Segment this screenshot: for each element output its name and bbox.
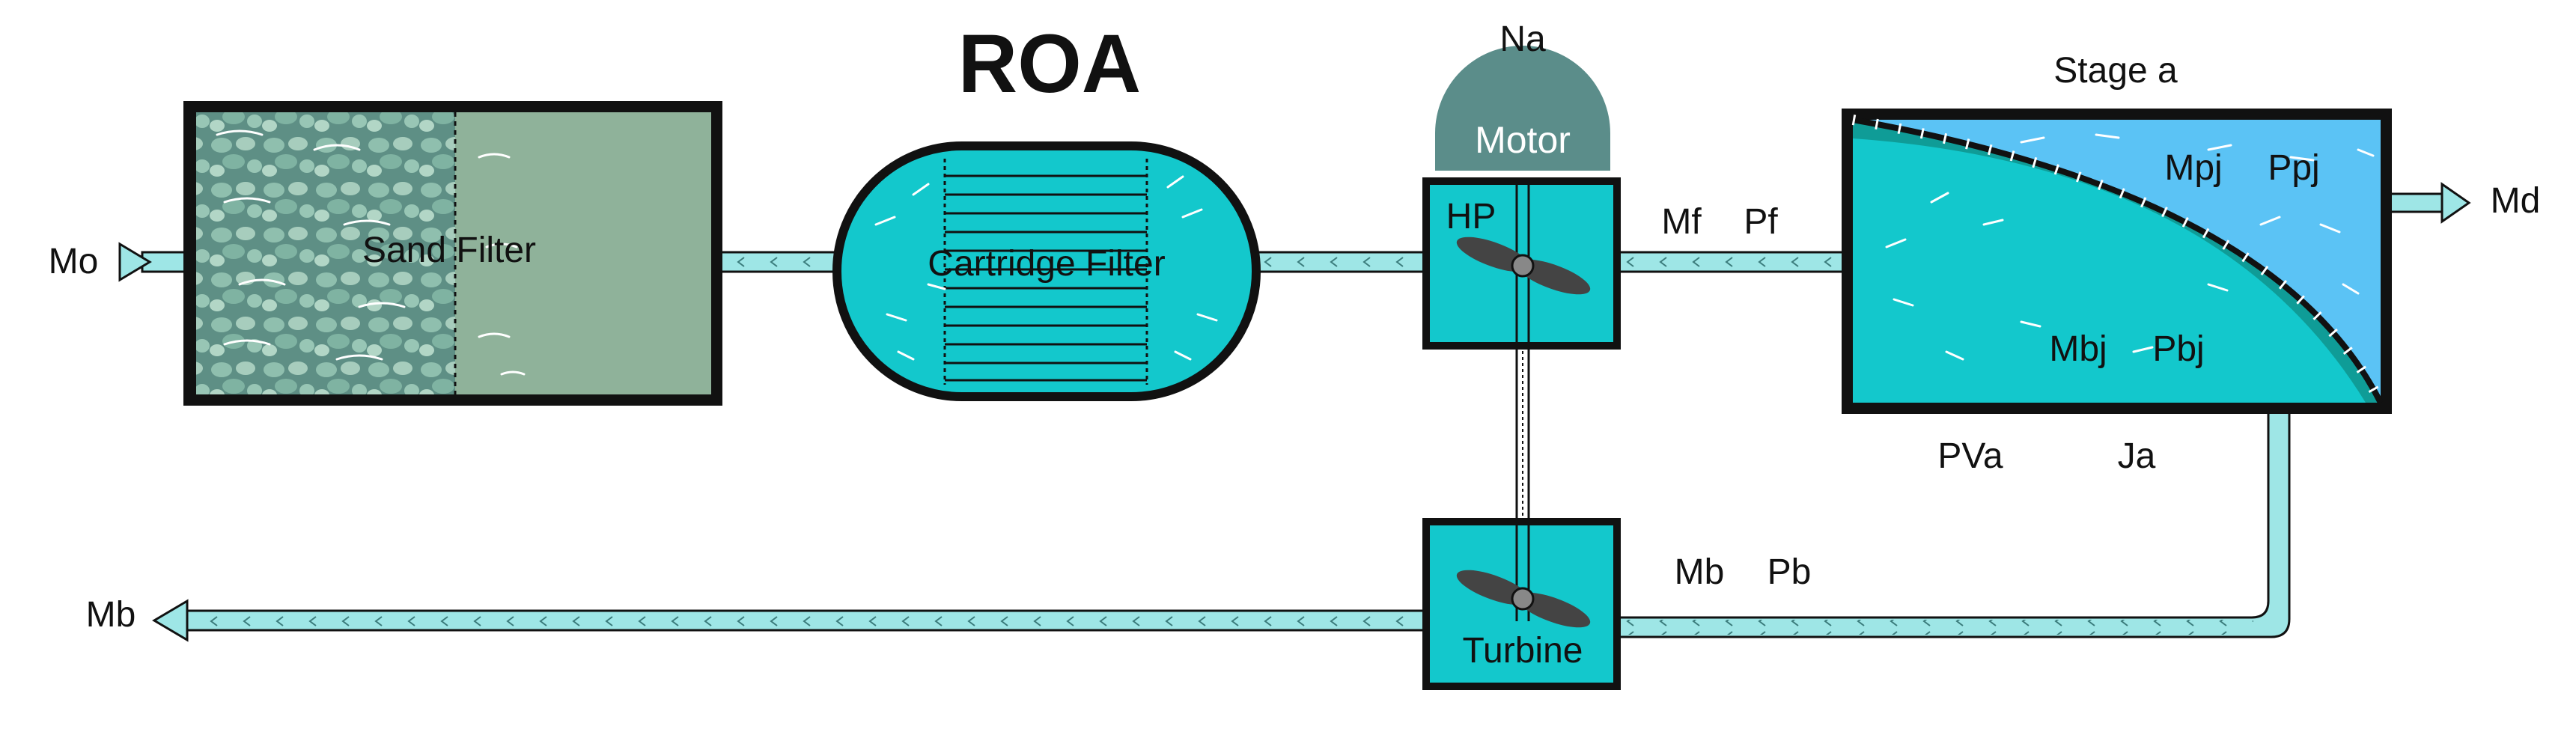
cartridge-filter-label: Cartridge Filter — [928, 244, 1165, 284]
motor-label: Motor — [1475, 119, 1571, 161]
cartridge-filter-body — [832, 141, 1261, 401]
turbine-rotor-icon — [1456, 570, 1591, 628]
pump-label: HP — [1446, 197, 1496, 237]
turbine-label: Turbine — [1463, 631, 1583, 671]
flux-label: Ja — [2118, 436, 2156, 476]
pipes — [118, 182, 2471, 642]
permeate-outlet-arrow-icon — [2440, 182, 2471, 224]
pump-assembly — [1422, 46, 1621, 690]
feed-inlet-label: Mo — [49, 242, 99, 281]
sand-filter-label: Sand Filter — [362, 231, 536, 270]
brine-pressure-label: Pb — [1767, 552, 1812, 592]
brine-flow-label: Mb — [1675, 552, 1725, 592]
brine-pressure-j-label: Pbj — [2152, 329, 2204, 369]
inlet-arrow-icon — [118, 242, 152, 282]
brine-outlet-label: Mb — [86, 595, 136, 635]
brine-return-pipe — [1612, 395, 2291, 638]
feed-pressure-label: Pf — [1744, 202, 1778, 242]
stage-label: Stage a — [2053, 51, 2178, 91]
sand-filter-flow-marks — [216, 129, 526, 376]
permeate-pressure-label: Ppj — [2268, 148, 2319, 188]
motor-housing — [1435, 46, 1610, 171]
sand-filter — [183, 101, 722, 406]
membrane-ticks — [1851, 115, 2386, 406]
pump-impeller-icon — [1456, 237, 1591, 295]
brine-outlet-arrow-icon — [152, 599, 189, 642]
feed-flow-label: Mf — [1661, 202, 1702, 242]
ro-stage — [1842, 109, 2392, 414]
cartridge-filter — [832, 141, 1261, 401]
diagram-title: ROA — [958, 18, 1141, 110]
vessel-count-label: PVa — [1937, 436, 2003, 476]
stage-flow-marks — [1885, 133, 2375, 361]
labels: ROA Sand Filter Cartridge Filter Motor H… — [49, 18, 2541, 671]
sand-filter-media — [196, 112, 455, 394]
cartridge-filter-flow-marks — [874, 175, 1218, 361]
motor-power-label: Na — [1499, 19, 1546, 59]
product-outlet-label: Md — [2491, 181, 2541, 221]
cartridge-filter-element — [943, 159, 1148, 385]
brine-flow-j-label: Mbj — [2049, 329, 2107, 369]
permeate-zone — [1853, 120, 2381, 403]
sand-filter-clear-zone — [455, 112, 711, 394]
permeate-flow-label: Mpj — [2164, 148, 2222, 188]
